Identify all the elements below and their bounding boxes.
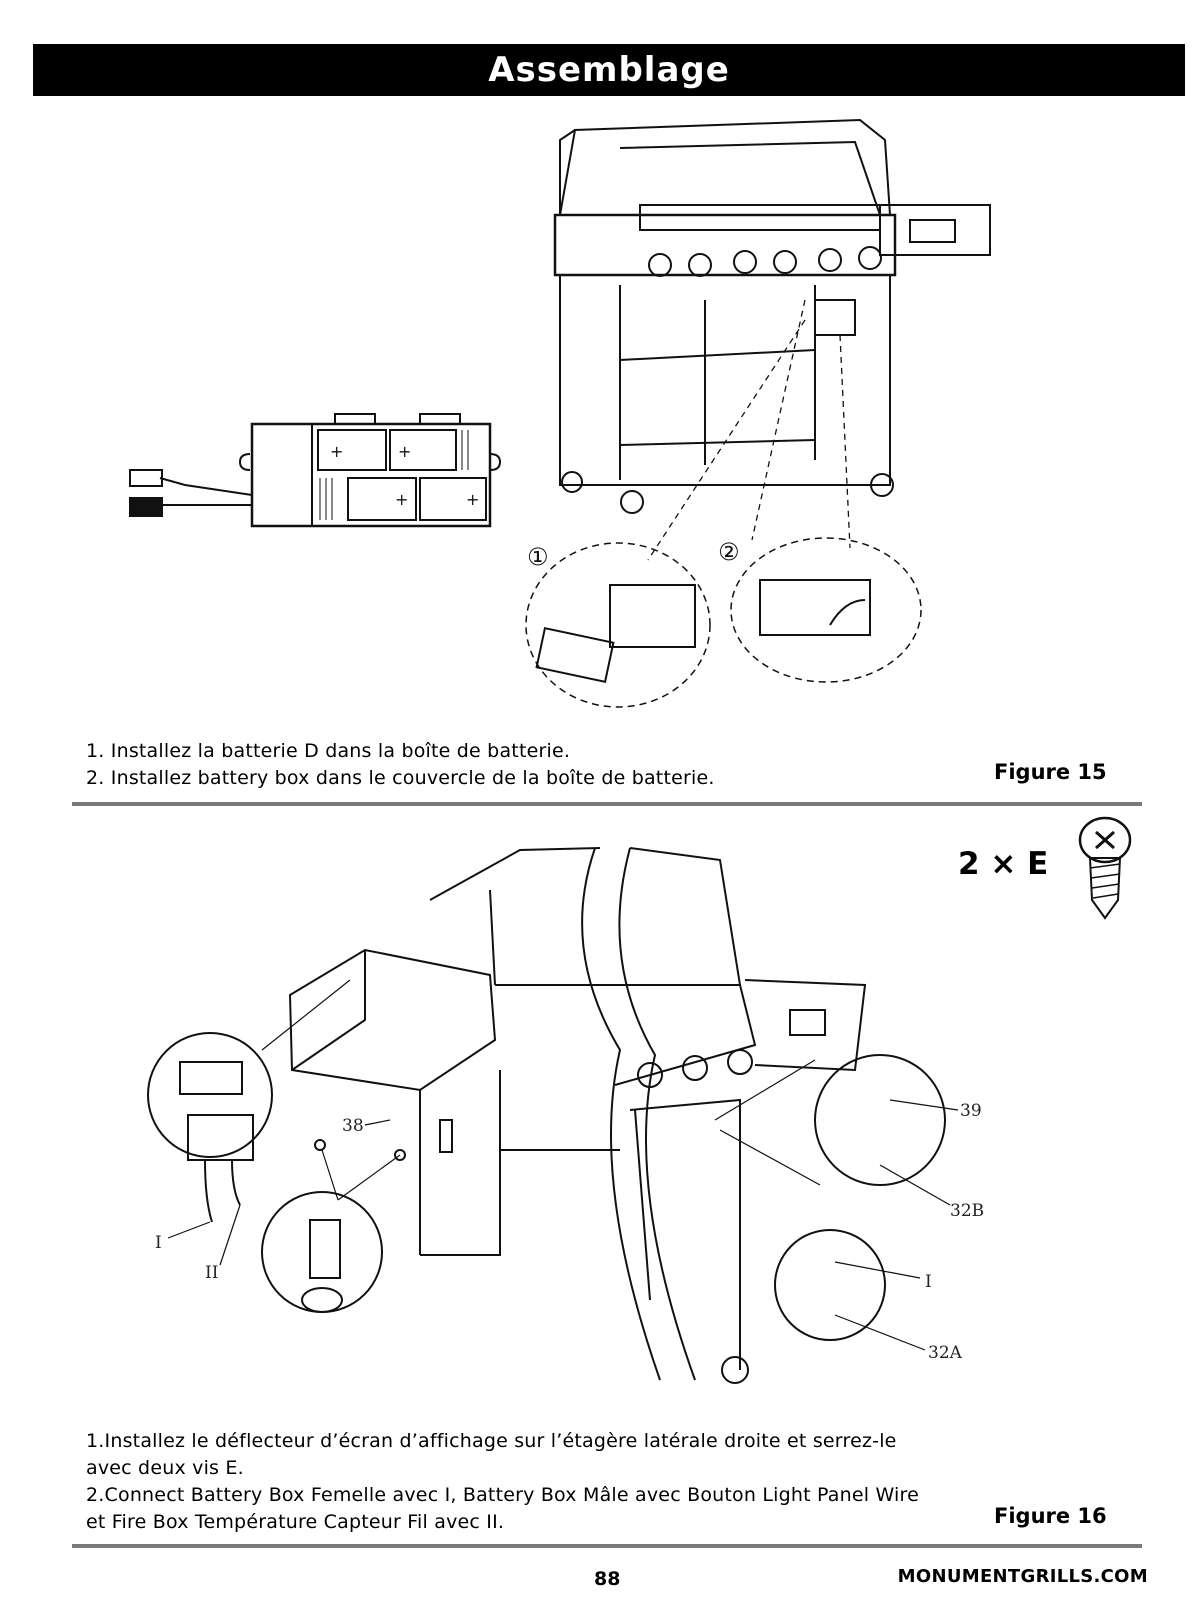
detail-circle-2 xyxy=(730,537,922,683)
figure-16-label: Figure 16 xyxy=(994,1504,1107,1528)
figure-15-instructions: 1. Installez la batterie D dans la boîte… xyxy=(86,738,715,792)
figure-16-illustration: 38 39 32B I 32A I II xyxy=(147,816,1132,1384)
instruction-line: 2.Connect Battery Box Femelle avec I, Ba… xyxy=(86,1484,920,1506)
svg-text:+: + xyxy=(466,490,479,509)
screw-icon xyxy=(1078,816,1132,920)
section-divider xyxy=(72,802,1142,806)
instruction-line: 1. Installez la batterie D dans la boîte… xyxy=(86,740,571,762)
grill-drawing-fig16 xyxy=(288,847,867,1384)
section-divider xyxy=(72,1544,1142,1548)
svg-text:+: + xyxy=(395,490,408,509)
part-label-32a: 32A xyxy=(928,1343,963,1363)
part-label-32b: 32B xyxy=(950,1201,984,1221)
callout-2: ② xyxy=(718,538,740,566)
detail-circle-32a xyxy=(774,1229,886,1341)
grill-drawing-fig15 xyxy=(553,118,991,561)
svg-text:+: + xyxy=(398,442,411,461)
figure-15-illustration: + + + + ① ② xyxy=(0,0,1201,800)
instruction-line: 1.Installez le déflecteur d’écran d’affi… xyxy=(86,1430,897,1452)
callout-1: ① xyxy=(527,543,549,571)
detail-circle-display xyxy=(147,1032,273,1158)
page-number: 88 xyxy=(594,1568,621,1590)
part-label-i-left: I xyxy=(155,1233,162,1253)
instruction-line: et Fire Box Température Capteur Fil avec… xyxy=(86,1511,505,1533)
page-header: Assemblage xyxy=(33,44,1185,96)
page-title: Assemblage xyxy=(488,50,730,90)
part-label-38: 38 xyxy=(342,1116,364,1136)
website-link[interactable]: MONUMENTGRILLS.COM xyxy=(897,1566,1148,1587)
instruction-line: avec deux vis E. xyxy=(86,1457,244,1479)
screw-quantity: 2 × E xyxy=(958,846,1049,882)
part-label-i-right: I xyxy=(925,1272,932,1292)
svg-text:+: + xyxy=(330,442,343,461)
detail-circle-39 xyxy=(814,1054,946,1186)
figure-16-instructions: 1.Installez le déflecteur d’écran d’affi… xyxy=(86,1428,919,1536)
part-label-39: 39 xyxy=(960,1101,982,1121)
battery-box-drawing: + + + + xyxy=(129,413,502,528)
figure-15-label: Figure 15 xyxy=(994,760,1107,784)
instruction-line: 2. Installez battery box dans le couverc… xyxy=(86,767,715,789)
detail-circle-screw xyxy=(261,1191,383,1313)
detail-circle-1 xyxy=(525,542,711,708)
part-label-ii: II xyxy=(205,1263,218,1283)
